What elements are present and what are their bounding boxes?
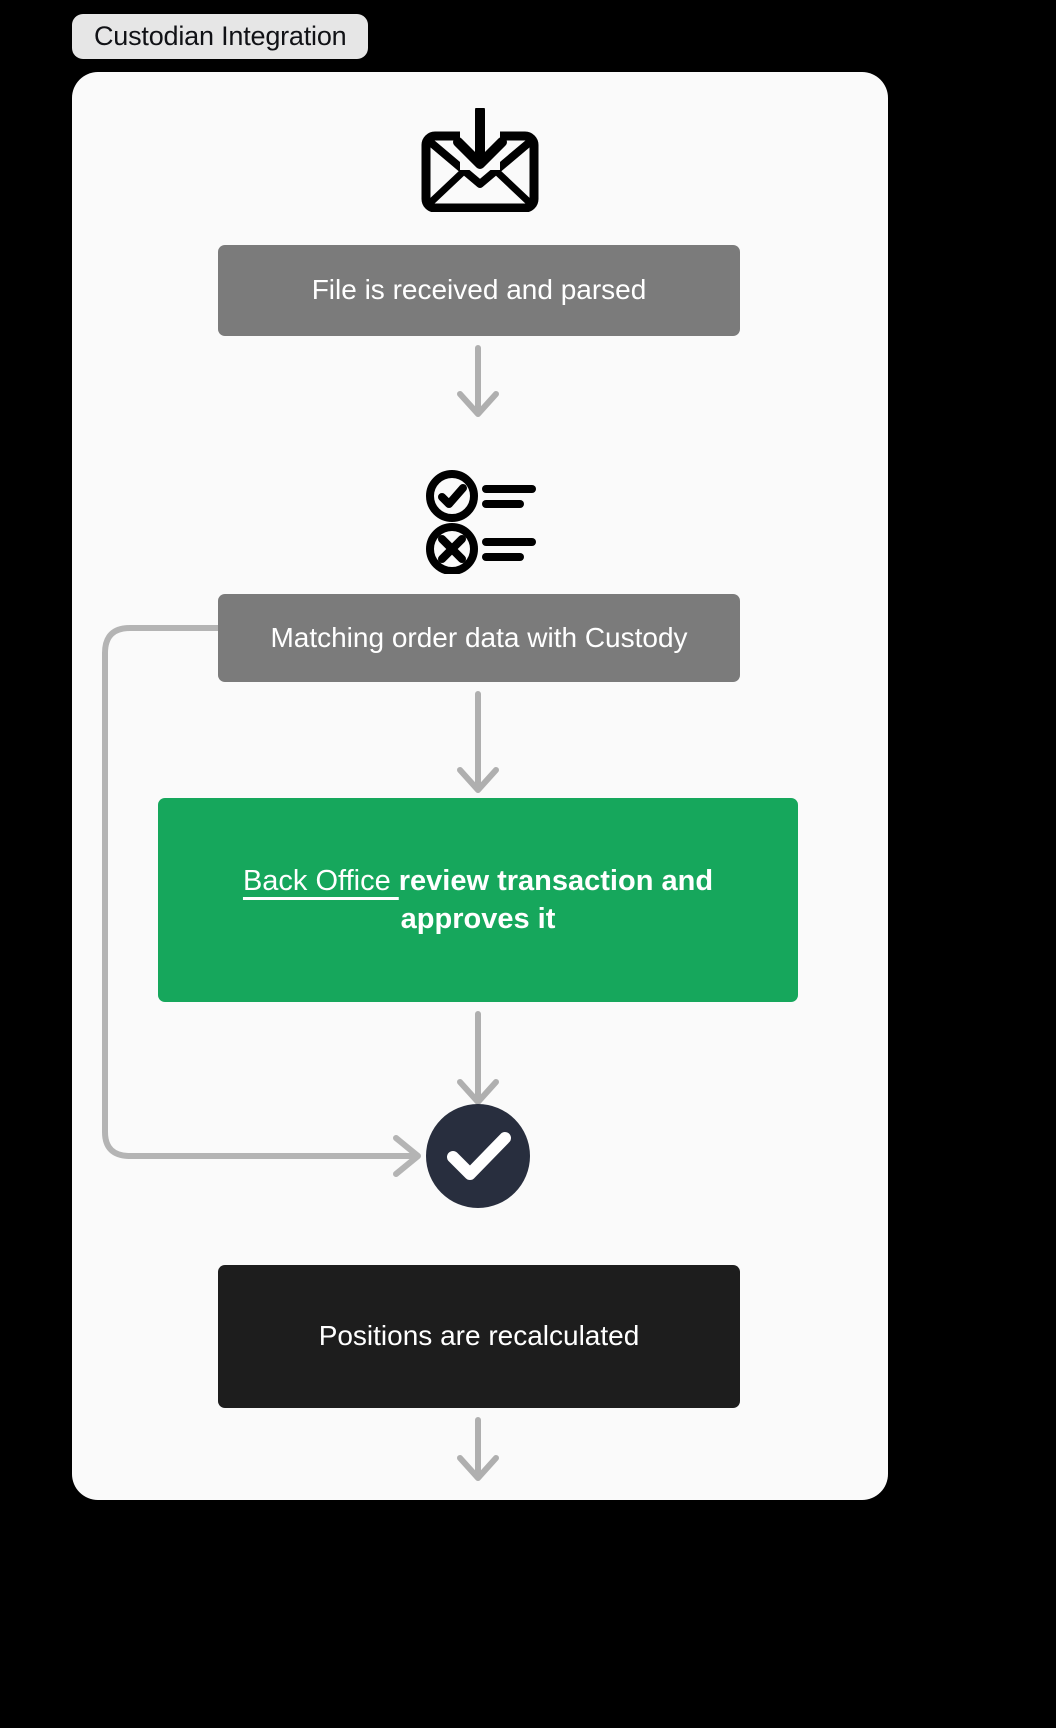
- step-label: Matching order data with Custody: [270, 621, 688, 653]
- step-file-received[interactable]: File is received and parsed: [218, 245, 740, 336]
- step-label-link[interactable]: Back Office: [242, 864, 399, 897]
- connector-review-to-approved: [457, 1011, 499, 1105]
- step-label-group: Back Office review transaction and appro…: [212, 862, 744, 939]
- diagram-title-chip: Custodian Integration: [72, 14, 369, 59]
- connector-positions-out: [457, 1417, 499, 1481]
- flow-card: File is received and parsed Matching ord…: [72, 72, 888, 1500]
- step-back-office-review[interactable]: Back Office review transaction and appro…: [158, 798, 798, 1002]
- step-matching-order-data[interactable]: Matching order data with Custody: [218, 594, 740, 682]
- step-label: File is received and parsed: [311, 274, 647, 306]
- step-label: Positions are recalculated: [318, 1320, 640, 1352]
- check-cross-list-icon: [424, 470, 536, 575]
- connector-file-to-match: [457, 345, 499, 417]
- envelope-download-icon: [420, 105, 540, 213]
- step-label: review transaction and approves it: [398, 864, 714, 935]
- connector-match-to-review: [457, 691, 499, 793]
- step-positions-recalculated[interactable]: Positions are recalculated: [218, 1265, 740, 1408]
- circle-check-filled-icon: [426, 1104, 530, 1208]
